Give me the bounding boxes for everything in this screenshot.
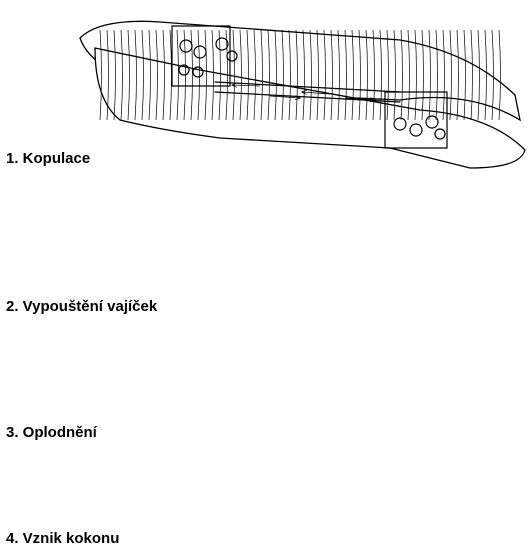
step-label-fertilization: 3. Oplodnění <box>6 424 97 441</box>
copulation-illustration <box>80 21 525 168</box>
step-label-cocoon: 4. Vznik kokonu <box>6 530 119 547</box>
step-label-copulation: 1. Kopulace <box>6 150 90 167</box>
step-label-egg-release: 2. Vypouštění vajíček <box>6 298 157 315</box>
